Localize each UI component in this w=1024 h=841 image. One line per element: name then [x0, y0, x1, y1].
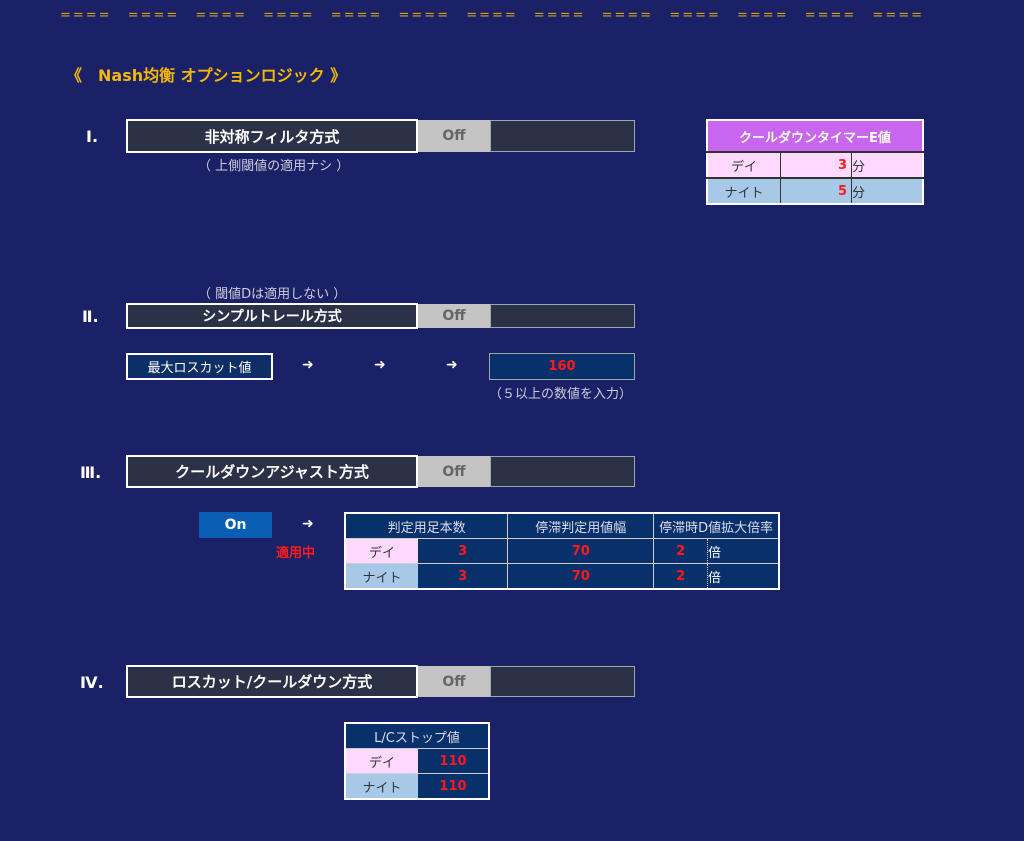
section-1-name: 非対称フィルタ方式	[126, 119, 418, 153]
row-label-day: デイ	[345, 748, 418, 774]
row-label-day: デイ	[707, 152, 781, 178]
column-header: 判定用足本数	[345, 513, 509, 539]
lc-stop-header: L/Cストップ値	[345, 723, 489, 749]
day-rate-value[interactable]: 2	[653, 538, 708, 564]
section-2-note: （ 閾値Dは適用しない ）	[198, 287, 347, 302]
section-1-toggle[interactable]: Off	[418, 120, 490, 152]
section-2-toggle[interactable]: Off	[418, 304, 490, 328]
unit: 倍	[708, 545, 722, 561]
unit: 分	[852, 159, 866, 175]
arrow-icon: ➜	[302, 357, 314, 373]
section-2-name: シンプルトレール方式	[126, 303, 418, 329]
section-3-toggle[interactable]: Off	[418, 456, 490, 487]
row-label-night: ナイト	[707, 177, 781, 204]
lc-stop-night-value[interactable]: 110	[418, 773, 489, 799]
day-bars-value[interactable]: 3	[458, 543, 468, 559]
section-4-number: Ⅳ.	[80, 673, 104, 692]
night-bars-value[interactable]: 3	[418, 563, 508, 589]
section-4-name: ロスカット/クールダウン方式	[126, 665, 418, 698]
night-rate-value[interactable]: 2	[653, 563, 708, 589]
row-label-night: ナイト	[345, 773, 418, 799]
arrow-icon: ➜	[302, 516, 314, 532]
cooldown-day-value[interactable]: 3	[780, 152, 852, 178]
arrow-icon: ➜	[446, 357, 458, 373]
section-1-number: Ⅰ.	[86, 127, 99, 146]
row-label-day: デイ	[345, 538, 418, 564]
unit: 倍	[707, 563, 779, 589]
section-3-blank-cell	[490, 456, 635, 487]
section-1-note: （ 上側閾値の適用ナシ ）	[198, 159, 350, 174]
day-width-value[interactable]: 70	[507, 538, 655, 564]
arrow-icon: ➜	[374, 357, 386, 373]
cooldown-timer-header: クールダウンタイマーE値	[707, 120, 923, 153]
column-header: 停滞判定用値幅	[507, 513, 655, 539]
night-width-value[interactable]: 70	[507, 563, 655, 589]
section-4-toggle[interactable]: Off	[418, 666, 490, 697]
section-1-blank-cell	[490, 120, 635, 152]
lc-stop-day-value[interactable]: 110	[439, 753, 467, 769]
section-2-number: Ⅱ.	[82, 307, 99, 326]
section-2-blank-cell	[490, 304, 635, 328]
row-label-night: ナイト	[345, 563, 418, 589]
cooldown-night-value[interactable]: 5	[780, 177, 852, 204]
section-4-blank-cell	[490, 666, 635, 697]
max-losscut-label: 最大ロスカット値	[126, 353, 273, 380]
section-3-number: Ⅲ.	[80, 463, 102, 482]
decorative-dashes: ==== ==== ==== ==== ==== ==== ==== ==== …	[60, 8, 925, 23]
max-losscut-note: （５以上の数値を入力）	[489, 387, 633, 402]
page-title: 《 Nash均衡 オプションロジック 》	[66, 66, 347, 85]
applied-status: 適用中	[276, 546, 316, 561]
column-header: 停滞時D値拡大倍率	[653, 513, 779, 539]
adjust-table: 判定用足本数 停滞判定用値幅 停滞時D値拡大倍率 デイ 3 70 2 倍 ナイト…	[344, 512, 780, 590]
max-losscut-input[interactable]: 160	[489, 353, 635, 380]
adjust-on-toggle[interactable]: On	[199, 512, 272, 538]
section-3-name: クールダウンアジャスト方式	[126, 455, 418, 488]
unit: 分	[851, 177, 923, 204]
